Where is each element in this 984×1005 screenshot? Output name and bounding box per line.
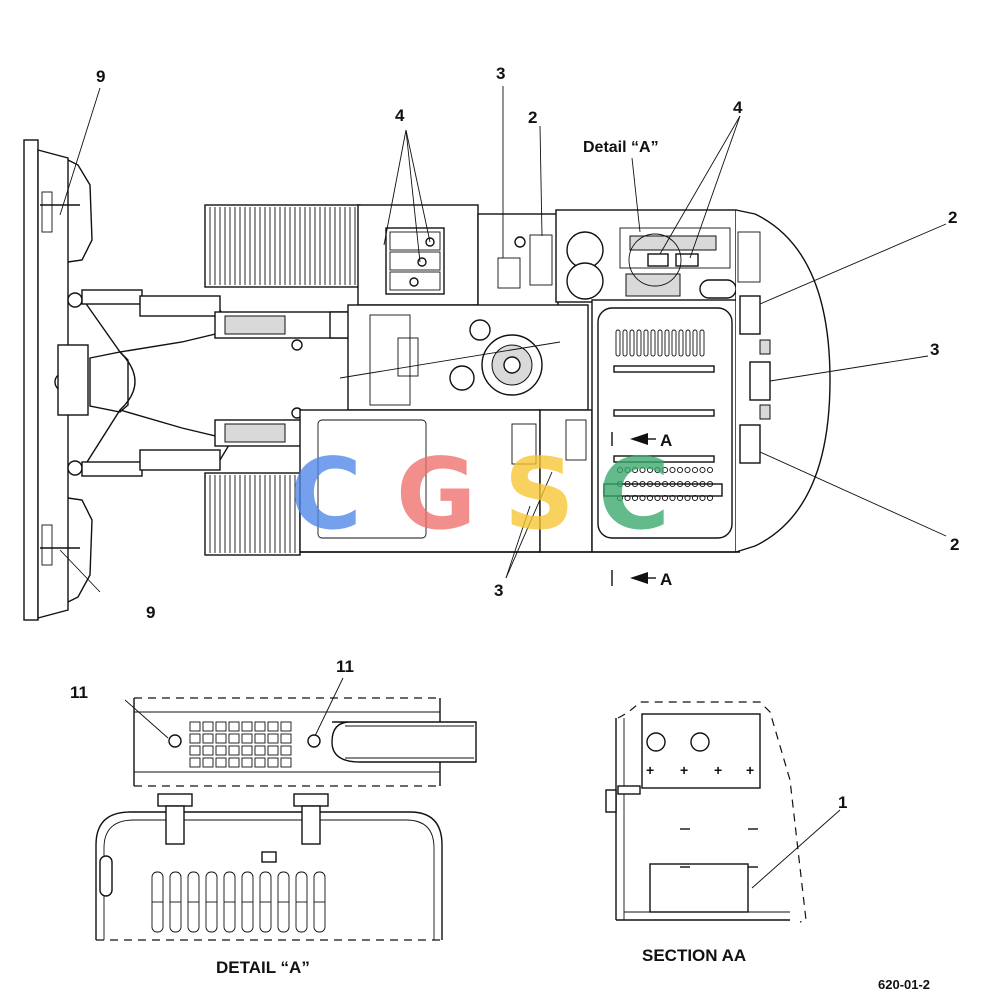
blade-cylinders [81, 289, 221, 477]
section-mark-plus-3: + [714, 762, 722, 778]
callout-2-right-upper: 2 [948, 208, 957, 227]
callout-11-left: 11 [70, 683, 88, 702]
dozer-blade [23, 139, 129, 621]
section-arrow-label-lower: A [660, 570, 672, 589]
figure-number: 620-01-2 [878, 977, 930, 992]
boom-assembly [214, 311, 361, 447]
section-mark-plus-2: + [680, 762, 688, 778]
section-cut-marks: A A [611, 431, 672, 589]
callout-1: 1 [838, 793, 847, 812]
callout-3-top: 3 [496, 64, 505, 83]
section-arrow-lower-icon [630, 572, 648, 584]
detail-a-view [95, 697, 477, 941]
section-mark-plus-1: + [646, 762, 654, 778]
detail-a-title: DETAIL “A” [216, 958, 310, 977]
callout-2-right-lower: 2 [950, 535, 959, 554]
track-top [204, 204, 361, 288]
callout-4-right: 4 [733, 98, 743, 117]
callout-3-bottom: 3 [494, 581, 503, 600]
watermark-letter-c: C [290, 438, 362, 552]
callout-3-right: 3 [930, 340, 939, 359]
watermark: C G S C [290, 438, 670, 552]
watermark-letter-s: S [504, 438, 575, 552]
detail-a-marker: Detail “A” [583, 139, 659, 156]
watermark-letter-g: G [396, 438, 476, 552]
watermark-letter-c2: C [598, 438, 670, 552]
section-mark-plus-4: + [746, 762, 754, 778]
upper-structure [299, 204, 831, 553]
callout-9-bottom: 9 [146, 603, 155, 622]
callout-2-top: 2 [528, 108, 537, 127]
callout-11-right: 11 [336, 657, 354, 676]
section-aa-view: + + + + [605, 701, 807, 923]
callout-9-top: 9 [96, 67, 105, 86]
section-arrow-upper-icon [630, 433, 648, 445]
track-bottom [204, 472, 301, 556]
callout-4-left: 4 [395, 106, 405, 125]
section-aa-title: SECTION AA [642, 946, 746, 965]
section-arrow-label-upper: A [660, 431, 672, 450]
leader-lines [59, 86, 947, 889]
